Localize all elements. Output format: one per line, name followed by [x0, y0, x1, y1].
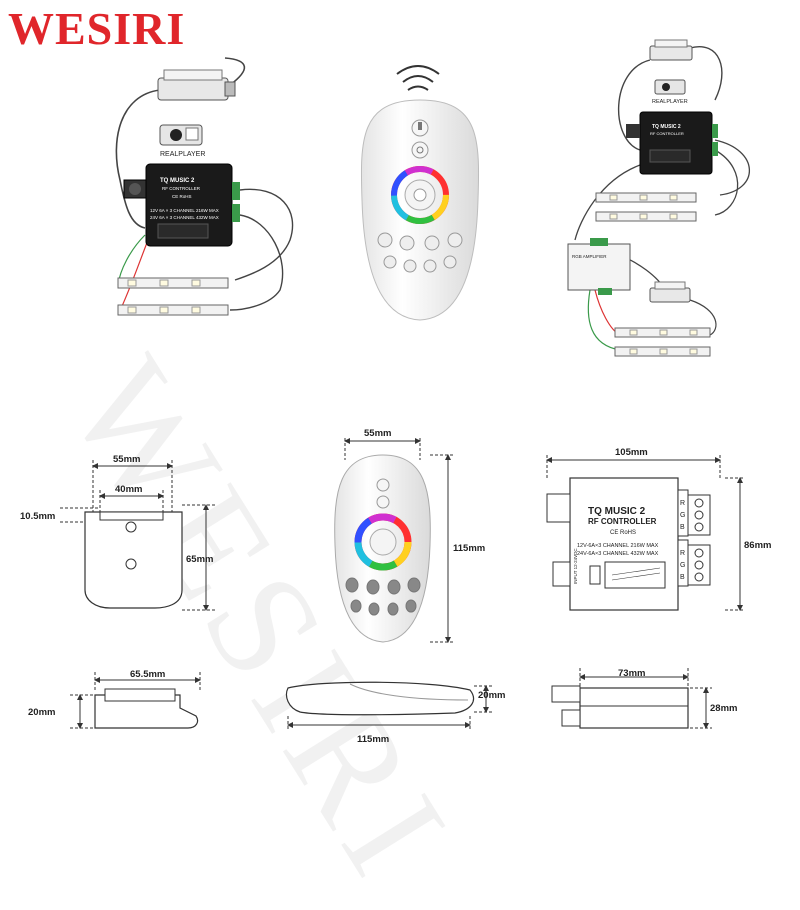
remote-side-drawing — [285, 681, 492, 730]
controller-side-drawing — [551, 668, 712, 729]
dim-controller-height: 86mm — [744, 540, 771, 551]
wiring-diagram-basic: REALPLAYER TQ MUSIC 2 RF CONTROLLER CE R… — [115, 57, 294, 316]
input-label: INPUT 12-24VDC — [573, 548, 578, 584]
controller-subtitle-small: RF CONTROLLER — [650, 131, 684, 136]
diagram-canvas: REALPLAYER TQ MUSIC 2 RF CONTROLLER CE R… — [20, 39, 771, 745]
brand-logo: WESIRI — [8, 3, 186, 54]
drawing-rating-2: 24V-6A×3 CHANNEL 432W MAX — [577, 551, 659, 557]
realplayer-label-small: REALPLAYER — [652, 99, 688, 105]
amplifier-label: RGB AMPLIFIER — [572, 254, 607, 259]
controller-rating-1: 12V 6A × 3 CHANNEL 216W MAX — [150, 208, 219, 213]
port-b-1: B — [680, 524, 685, 531]
port-r-1: R — [680, 500, 685, 507]
controller-front-drawing — [546, 455, 745, 611]
drawing-controller-rohs: CE RoHS — [610, 530, 636, 536]
port-r-2: R — [680, 550, 685, 557]
tq-music-controller-small: TQ MUSIC 2 RF CONTROLLER — [626, 111, 718, 175]
controller-subtitle: RF CONTROLLER — [162, 186, 201, 191]
realplayer-label: REALPLAYER — [160, 151, 205, 158]
led-strip-top-1 — [595, 192, 697, 203]
music-player-small: REALPLAYER — [652, 79, 688, 105]
led-strip-2 — [117, 304, 229, 316]
port-g-2: G — [680, 562, 685, 569]
dim-holder-side-height: 20mm — [28, 707, 55, 718]
dim-remote-side-length: 115mm — [357, 734, 389, 745]
holder-side-drawing — [70, 672, 201, 729]
dim-remote-side-height: 20mm — [478, 690, 505, 701]
led-strip-bottom-2 — [614, 346, 711, 357]
power-adapter — [157, 69, 236, 101]
led-strip-1 — [117, 277, 229, 289]
dim-remote-width: 55mm — [364, 428, 391, 439]
power-adapter-top — [649, 39, 693, 61]
rgb-amplifier: RGB AMPLIFIER — [567, 238, 631, 295]
led-strip-top-2 — [595, 211, 697, 222]
dim-holder-height: 65mm — [186, 554, 213, 565]
controller-title: TQ MUSIC 2 — [160, 178, 195, 184]
tq-music-controller: TQ MUSIC 2 RF CONTROLLER CE RoHS 12V 6A … — [123, 163, 240, 247]
drawing-controller-title: TQ MUSIC 2 — [588, 506, 646, 517]
port-b-2: B — [680, 574, 685, 581]
wiring-diagram-amplifier: REALPLAYER TQ MUSIC 2 RF CONTROLLER — [567, 39, 751, 357]
led-strip-bottom-1 — [614, 327, 711, 338]
dim-controller-side-height: 28mm — [710, 703, 737, 714]
product-diagram: WESIRI WESIRI — [8, 3, 771, 909]
controller-rating-2: 24V 6A × 3 CHANNEL 432W MAX — [150, 215, 219, 220]
remote-front-drawing — [334, 438, 455, 643]
controller-rohs: CE RoHS — [172, 194, 192, 199]
rf-remote-photo — [360, 65, 480, 321]
dim-controller-side-width: 73mm — [618, 668, 645, 679]
power-adapter-bottom — [649, 281, 691, 303]
dim-controller-width: 105mm — [615, 447, 648, 458]
dim-remote-height: 115mm — [453, 543, 485, 554]
dim-holder-width-outer: 55mm — [113, 454, 140, 465]
music-player: REALPLAYER — [159, 124, 205, 158]
drawing-rating-1: 12V-6A×3 CHANNEL 216W MAX — [577, 543, 659, 549]
holder-front-drawing — [60, 460, 215, 611]
dim-holder-hole-offset: 10.5mm — [20, 511, 55, 522]
dim-holder-side-width: 65.5mm — [130, 669, 165, 680]
controller-title-small: TQ MUSIC 2 — [652, 124, 681, 130]
drawing-controller-subtitle: RF CONTROLLER — [588, 517, 657, 526]
dim-holder-width-inner: 40mm — [115, 484, 142, 495]
port-g-1: G — [680, 512, 685, 519]
